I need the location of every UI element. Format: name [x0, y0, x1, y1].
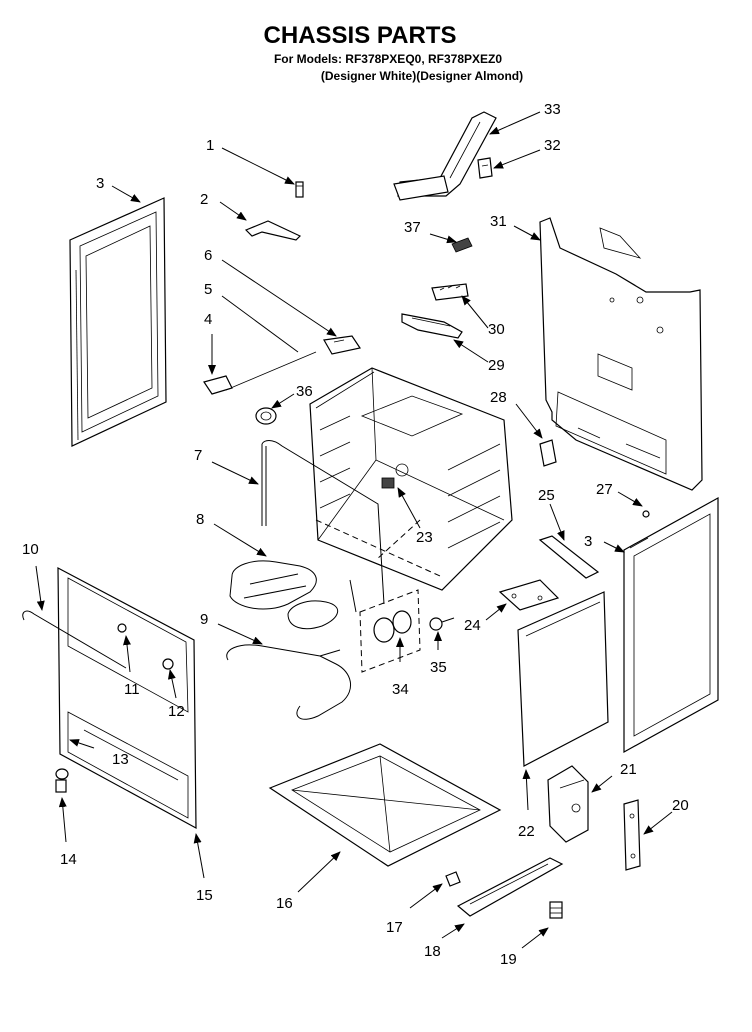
part-29-mounting-bracket — [401, 313, 463, 339]
part-17-clip — [445, 871, 461, 887]
part-3-left-side-panel — [69, 197, 167, 447]
callout-2: 2 — [200, 191, 208, 208]
callout-12: 12 — [168, 703, 185, 720]
part-3-right-side-panel — [623, 496, 719, 754]
part-16-bottom-panel — [268, 743, 502, 867]
diagram-title: CHASSIS PARTS — [264, 22, 457, 49]
callout-1: 1 — [206, 137, 214, 154]
part-21-junction-box — [547, 765, 589, 843]
callout-16: 16 — [276, 895, 293, 912]
callout-34: 34 — [392, 681, 409, 698]
callout-29: 29 — [488, 357, 505, 374]
callout-15: 15 — [196, 887, 213, 904]
callout-22: 22 — [518, 823, 535, 840]
callout-25: 25 — [538, 487, 555, 504]
callout-8: 8 — [196, 511, 204, 528]
callout-13: 13 — [112, 751, 129, 768]
part-18-toe-kick — [456, 857, 564, 917]
callout-33: 33 — [544, 101, 561, 118]
callout-10: 10 — [22, 541, 39, 558]
callout-36: 36 — [296, 383, 313, 400]
callout-3-right: 3 — [584, 533, 592, 550]
part-9-bake-element — [226, 644, 351, 720]
callout-11: 11 — [124, 681, 140, 698]
oven-cavity — [309, 367, 513, 591]
callout-17: 17 — [386, 919, 403, 936]
colors-line: (Designer White)(Designer Almond) — [321, 69, 523, 83]
part-20-strap — [623, 799, 641, 871]
callout-5: 5 — [204, 281, 212, 298]
leader-lines — [35, 111, 673, 949]
callout-9: 9 — [200, 611, 208, 628]
part-7-bake-element — [261, 440, 385, 605]
callout-6: 6 — [204, 247, 212, 264]
callout-3-left: 3 — [96, 175, 104, 192]
part-35-bolt — [429, 617, 455, 631]
part-32-clip — [477, 157, 493, 179]
callout-18: 18 — [424, 943, 441, 960]
part-8-broil-element — [229, 560, 357, 630]
models-line: For Models: RF378PXEQ0, RF378PXEZ0 — [274, 52, 502, 66]
part-36-knob — [255, 407, 277, 425]
callout-32: 32 — [544, 137, 561, 154]
part-34-socket — [359, 589, 421, 673]
callout-21: 21 — [620, 761, 637, 778]
callout-23: 23 — [416, 529, 433, 546]
callout-24: 24 — [464, 617, 481, 634]
part-1-screw — [295, 181, 304, 198]
callout-7: 7 — [194, 447, 202, 464]
part-37-terminal — [451, 237, 473, 253]
callout-28: 28 — [490, 389, 507, 406]
callout-20: 20 — [672, 797, 689, 814]
part-22-side-shield — [517, 591, 609, 767]
part-33-vent-duct — [393, 111, 497, 201]
callout-labels: 1 2 3 4 5 6 7 8 9 10 11 12 13 14 15 16 1… — [22, 101, 689, 968]
part-25-shield — [538, 535, 600, 579]
callout-35: 35 — [430, 659, 447, 676]
part-24-bracket — [498, 579, 560, 611]
part-30-terminal-block — [431, 283, 469, 301]
part-14-hinge — [55, 768, 69, 793]
part-27-screw — [642, 510, 650, 518]
callout-14: 14 — [60, 851, 77, 868]
part-19-leveling-leg — [549, 901, 563, 919]
callout-27: 27 — [596, 481, 613, 498]
part-10-gasket — [22, 610, 127, 669]
callout-37: 37 — [404, 219, 421, 236]
callout-4: 4 — [204, 311, 212, 328]
part-28-switch — [539, 439, 557, 467]
part-31-back-panel — [539, 217, 703, 491]
part-2-bracket — [244, 220, 302, 241]
callout-19: 19 — [500, 951, 517, 968]
part-4-5-6-thermostat-group — [203, 335, 361, 395]
part-15-door-liner — [57, 566, 197, 830]
callout-30: 30 — [488, 321, 505, 338]
callout-31: 31 — [490, 213, 507, 230]
